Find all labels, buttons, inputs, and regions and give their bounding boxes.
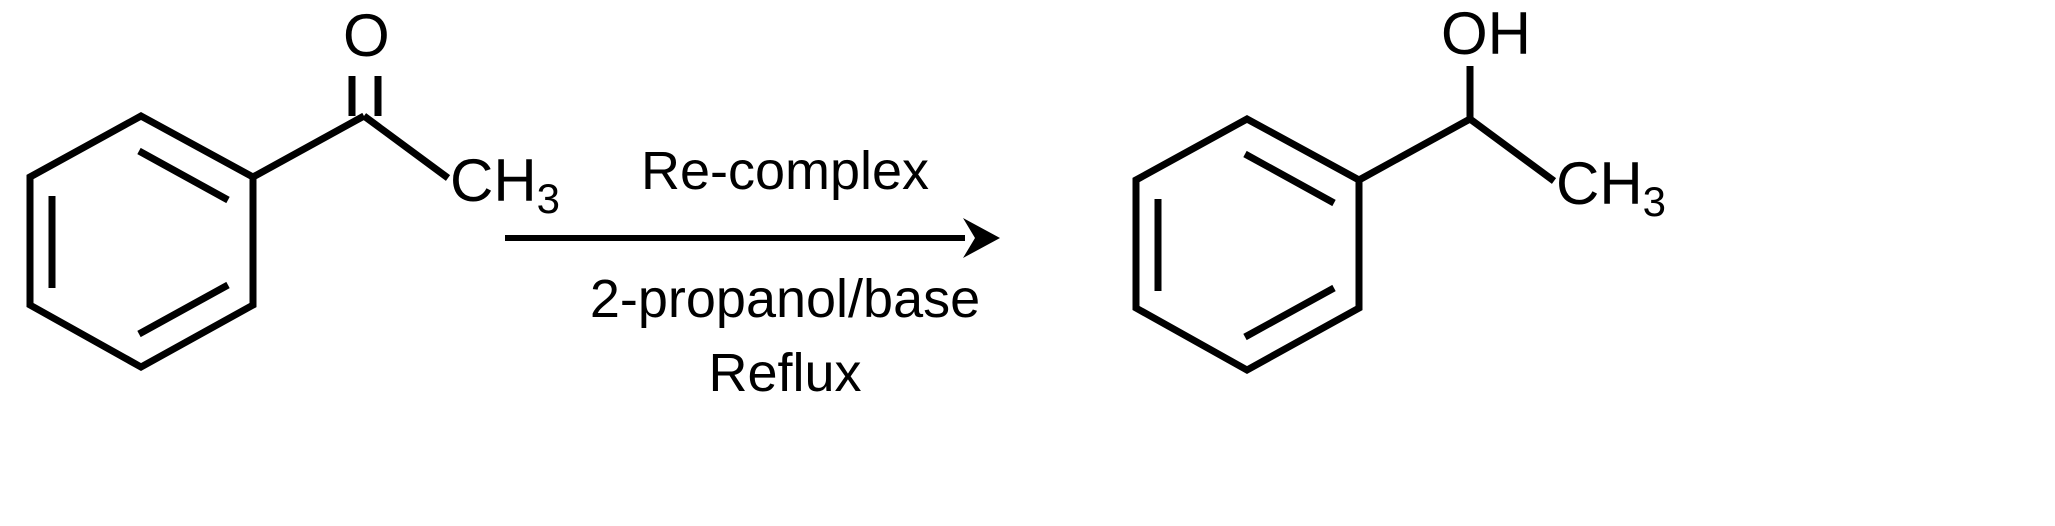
reactant-carbonyl-double-bond bbox=[348, 76, 382, 116]
reactant-methyl-label: CH3 bbox=[450, 151, 560, 220]
reactant-methyl-subscript: 3 bbox=[536, 175, 561, 222]
reactant-methyl-main: CH bbox=[450, 147, 537, 214]
arrow-above-label: Re-complex bbox=[640, 141, 930, 201]
product-benzene-ring bbox=[1132, 115, 1363, 375]
product-ring-to-carbinol-bond bbox=[1357, 115, 1472, 184]
product-hydroxyl-label: OH bbox=[1441, 0, 1531, 67]
product-methyl-label: CH3 bbox=[1556, 154, 1666, 223]
reactant-carbonyl-to-methyl-bond bbox=[361, 113, 451, 181]
reactant-benzene-inner-bonds bbox=[48, 147, 230, 338]
arrow-below-label-1: 2-propanol/base bbox=[589, 269, 981, 329]
arrow-below-label-2: Reflux bbox=[708, 343, 862, 403]
product-methyl-subscript: 3 bbox=[1642, 178, 1667, 225]
product-benzene-inner-bonds bbox=[1154, 150, 1336, 341]
reactant-benzene-ring bbox=[26, 112, 257, 372]
product-carbinol-to-methyl-bond bbox=[1467, 116, 1557, 184]
reaction-arrow bbox=[505, 218, 1000, 258]
reactant-acetophenone bbox=[26, 76, 451, 372]
reactant-oxygen-label: O bbox=[343, 2, 390, 69]
product-phenylethanol bbox=[1132, 66, 1557, 375]
product-methyl-main: CH bbox=[1556, 150, 1643, 217]
reactant-ring-to-carbonyl-bond bbox=[251, 112, 366, 181]
